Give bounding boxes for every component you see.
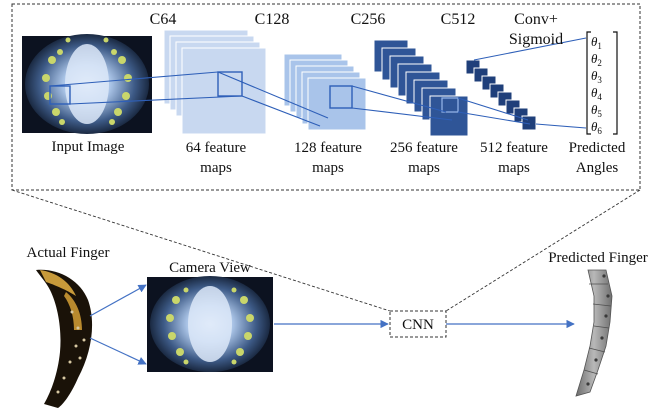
feature-maps-c256 bbox=[373, 39, 469, 137]
c512-header: C512 bbox=[441, 11, 476, 28]
theta-3: θ3 bbox=[591, 68, 602, 85]
camera-view-label: Camera View bbox=[169, 260, 251, 276]
predicted-angles-vector: θ1 θ2 θ3 θ4 θ5 θ6 bbox=[586, 31, 618, 136]
conv-sigmoid-header-line1: Conv+ bbox=[514, 11, 558, 28]
c256-header: C256 bbox=[351, 11, 386, 28]
c512-caption-line2: maps bbox=[498, 160, 530, 176]
c256-caption-line1: 256 feature bbox=[390, 140, 458, 156]
input-image bbox=[22, 34, 152, 134]
network-detail-box bbox=[11, 3, 641, 191]
finger-to-camera-arrow-bottom bbox=[89, 337, 147, 365]
c64-header: C64 bbox=[150, 11, 177, 28]
conv-sigmoid-header-line2: Sigmoid bbox=[509, 31, 563, 48]
c128-caption-line1: 128 feature bbox=[294, 140, 362, 156]
theta-1: θ1 bbox=[591, 34, 602, 51]
predicted-angles-label-line2: Angles bbox=[576, 160, 619, 176]
cnn-box bbox=[389, 310, 447, 338]
c64-caption-line1: 64 feature bbox=[186, 140, 247, 156]
actual-finger-image bbox=[36, 269, 93, 408]
feature-maps-c128 bbox=[283, 53, 367, 131]
c128-header: C128 bbox=[255, 11, 290, 28]
finger-to-camera-arrow-top bbox=[89, 284, 147, 317]
camera-view-image bbox=[147, 276, 273, 372]
input-image-label: Input Image bbox=[52, 139, 125, 155]
c512-caption-line1: 512 feature bbox=[480, 140, 548, 156]
theta-6: θ6 bbox=[591, 119, 602, 136]
predicted-finger-image bbox=[575, 269, 613, 397]
c256-caption-line2: maps bbox=[408, 160, 440, 176]
predicted-finger-label: Predicted Finger bbox=[548, 250, 648, 266]
feature-maps-c64 bbox=[163, 29, 267, 135]
theta-2: θ2 bbox=[591, 51, 602, 68]
predicted-angles-label-line1: Predicted bbox=[569, 140, 626, 156]
c64-caption-line2: maps bbox=[200, 160, 232, 176]
zoom-line-right bbox=[445, 189, 641, 312]
receptive-field-lines bbox=[49, 37, 587, 129]
theta-4: θ4 bbox=[591, 85, 602, 102]
cnn-label: CNN bbox=[402, 317, 434, 333]
c128-caption-line2: maps bbox=[312, 160, 344, 176]
zoom-line-left bbox=[11, 189, 391, 312]
theta-5: θ5 bbox=[591, 102, 602, 119]
actual-finger-label: Actual Finger bbox=[27, 245, 110, 261]
